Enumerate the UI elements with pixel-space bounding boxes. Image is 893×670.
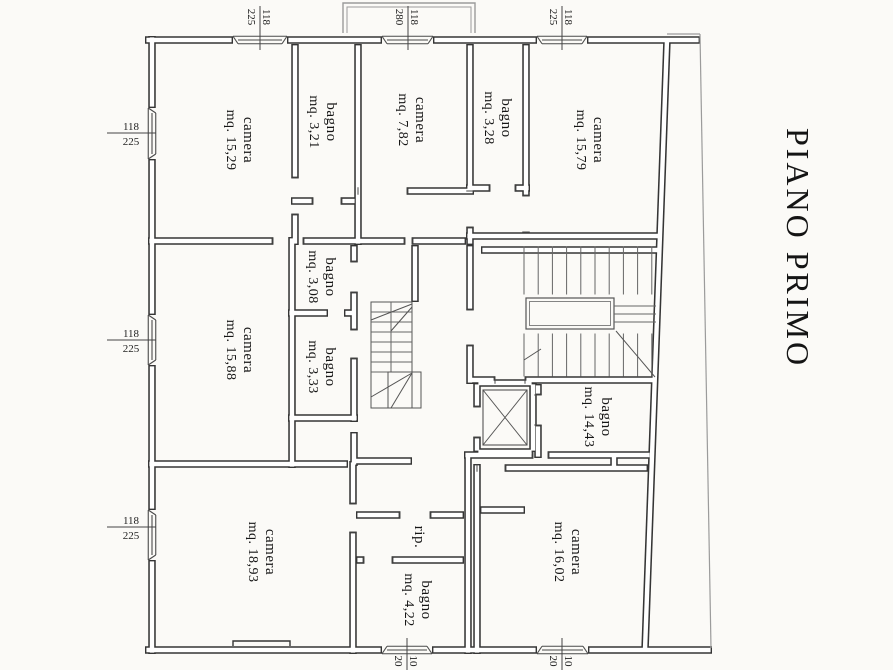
room-area: mq. 3,28 [481,91,496,144]
dimension-height: 225 [245,9,257,26]
door-jambs [272,177,549,564]
main-staircase [523,246,656,378]
dimension-width: 10 [562,656,574,668]
elevator-shaft [482,389,528,446]
dimension-height: 20 [547,656,559,668]
floor-title-text: PIANO PRIMO [780,128,816,368]
room-name: bagno [418,580,434,619]
room-area: mq. 4,22 [401,573,416,626]
room-name: bagno [498,98,514,137]
dimension-width: 118 [123,328,140,340]
room-name: camera [568,529,584,575]
dimension-height: 225 [123,530,140,542]
dimension-width: 10 [407,656,419,668]
room-area: mq. 7,82 [395,93,410,146]
room-name: bagno [598,397,614,436]
room-area: mq. 18,93 [245,522,260,583]
dimension-height: 280 [393,9,405,26]
room-name: bagno [322,347,338,386]
room-area: mq. 15,29 [223,110,238,171]
balcony-and-boundary-lines [232,2,712,649]
room-area: mq. 15,88 [223,320,238,381]
dimension-height: 20 [392,656,404,668]
room-label-rip-10: rip. [411,526,427,548]
room-name: camera [240,117,256,163]
floor-title: PIANO PRIMO [780,128,816,368]
window-symbols [147,35,589,655]
dimension-width: 118 [123,121,140,133]
room-area: mq. 16,02 [551,522,566,583]
room-area: mq. 14,43 [581,387,596,448]
dimension-width: 118 [408,9,420,26]
room-name: camera [412,97,428,143]
secondary-staircase [370,301,422,409]
room-name: camera [262,529,278,575]
room-name: camera [240,327,256,373]
dimension-height: 225 [547,9,559,26]
room-area: mq. 3,21 [306,95,321,148]
room-area: mq. 3,08 [305,250,320,303]
room-name: bagno [323,102,339,141]
room-area: mq. 15,79 [573,110,588,171]
dimension-width: 118 [123,515,140,527]
dimension-height: 225 [123,343,140,355]
dimension-width: 118 [260,9,272,26]
dimension-width: 118 [562,9,574,26]
room-name: bagno [322,257,338,296]
walls [145,36,712,654]
room-name: camera [590,117,606,163]
room-area: mq. 3,33 [305,340,320,393]
dimension-height: 225 [123,136,140,148]
room-name: rip. [411,526,427,548]
